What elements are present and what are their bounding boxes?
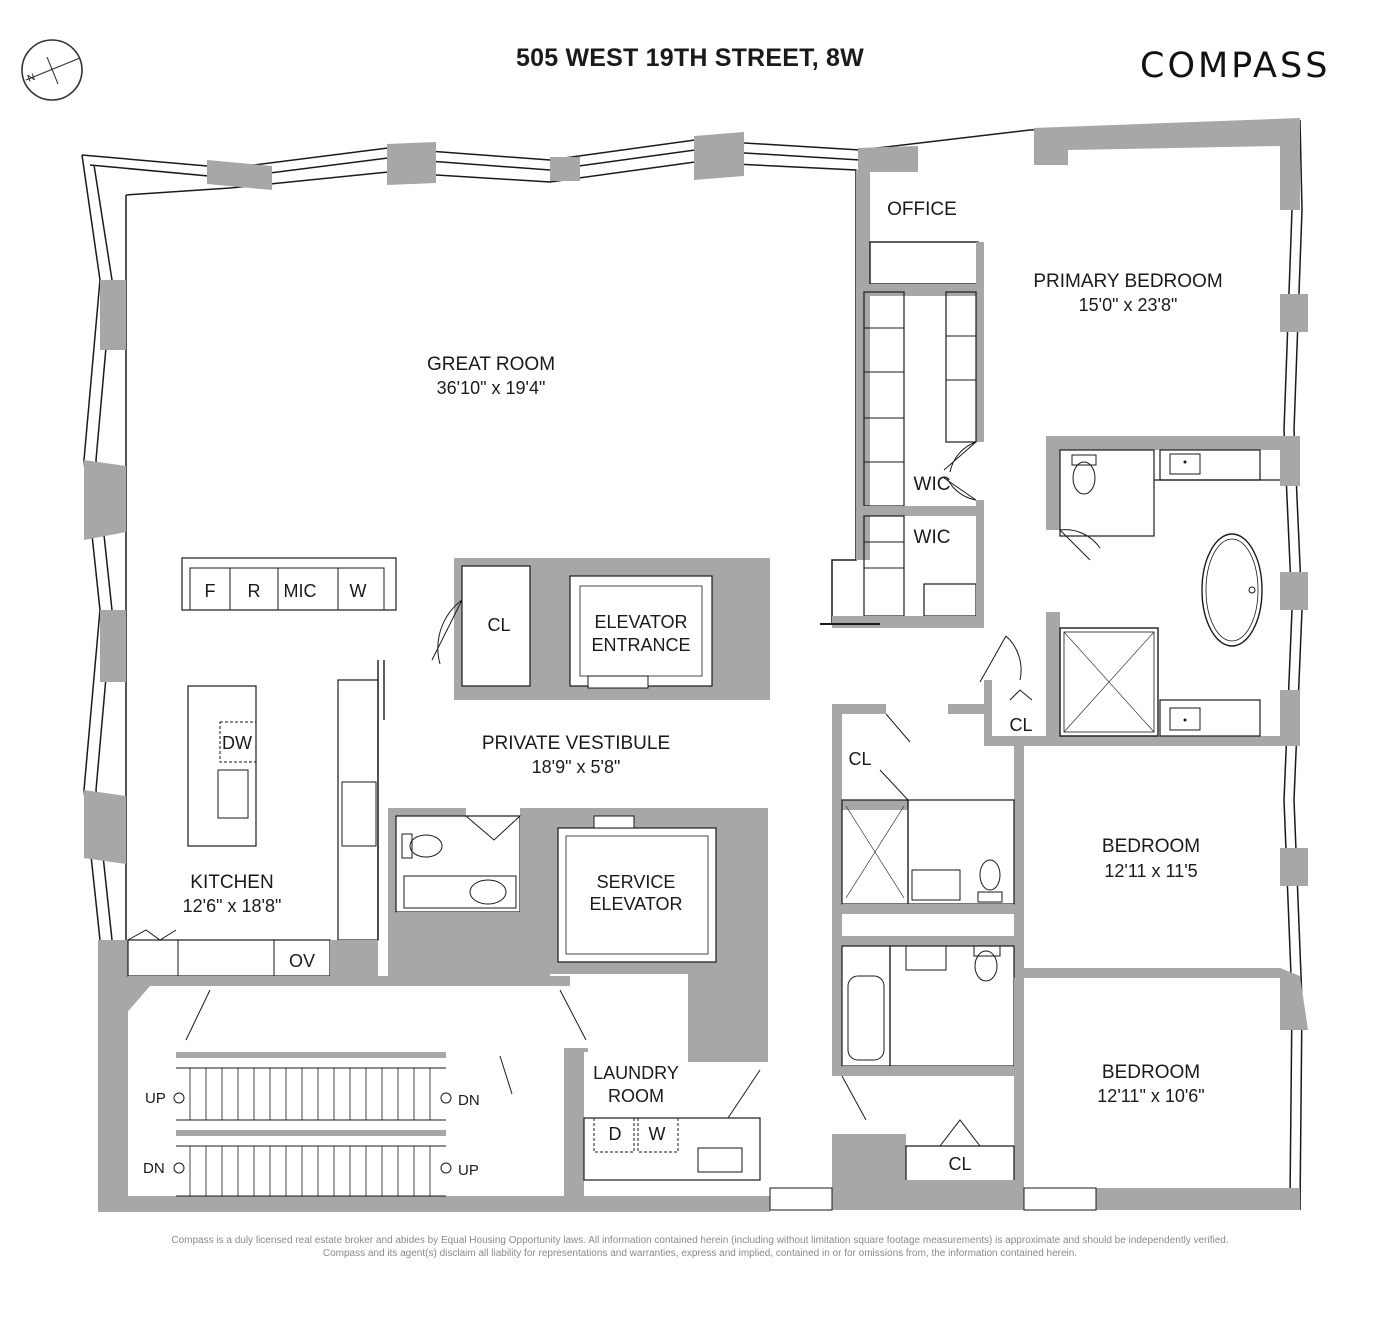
stair-labels: UP DN DN UP xyxy=(143,1090,480,1179)
kitchen-area xyxy=(98,557,397,1212)
stair-up-bottom-marker xyxy=(440,1162,452,1174)
primary-bedroom-name: PRIMARY BEDROOM xyxy=(1033,271,1222,292)
microwave-label: MIC xyxy=(284,581,317,601)
vestibule-core xyxy=(128,808,768,1062)
room-labels: GREAT ROOM 36'10" x 19'4" OFFICE PRIMARY… xyxy=(183,199,1223,1174)
elevator-core xyxy=(431,558,770,700)
closet-bedroom-label: CL xyxy=(948,1154,971,1174)
stair-up-top-label: UP xyxy=(145,1090,166,1107)
compass-logo: COMPASS xyxy=(1140,46,1331,86)
disclaimer-line2: Compass and its agent(s) disclaim all li… xyxy=(322,1248,1078,1259)
disclaimer: Compass is a duly licensed real estate b… xyxy=(60,1234,1340,1260)
kitchen-name: KITCHEN xyxy=(190,872,273,893)
facade-piers xyxy=(84,118,1308,1030)
office-wic-block xyxy=(820,170,984,628)
office-name: OFFICE xyxy=(887,199,957,220)
primary-bedroom-dim: 15'0" x 23'8" xyxy=(1079,295,1178,315)
great-room-name: GREAT ROOM xyxy=(427,354,555,375)
stair-dn-top-marker xyxy=(440,1092,452,1104)
washer-label: W xyxy=(649,1124,666,1144)
disclaimer-line1: Compass is a duly licensed real estate b… xyxy=(171,1235,1229,1246)
stair-treads xyxy=(189,1068,431,1196)
primary-bath xyxy=(979,436,1300,746)
service-elevator-line1: SERVICE xyxy=(597,872,676,892)
wine-label: W xyxy=(350,581,367,601)
bedroom-wing xyxy=(832,704,1300,1211)
wic1-name: WIC xyxy=(914,474,951,495)
bedroom2-dim: 12'11" x 10'6" xyxy=(1097,1086,1204,1106)
wic2-name: WIC xyxy=(914,527,951,548)
stair-up-top-marker xyxy=(173,1092,185,1104)
closet-primary-label: CL xyxy=(1009,715,1032,735)
range-label: R xyxy=(248,581,261,601)
closet-hall-label: CL xyxy=(848,749,871,769)
bedroom2-name: BEDROOM xyxy=(1102,1062,1200,1083)
laundry-line1: LAUNDRY xyxy=(593,1063,679,1083)
elevator-entrance-line2: ENTRANCE xyxy=(591,635,690,655)
kitchen-dim: 12'6" x 18'8" xyxy=(183,896,282,916)
great-room-dim: 36'10" x 19'4" xyxy=(437,378,546,398)
plan-title: 505 WEST 19TH STREET, 8W xyxy=(516,44,864,72)
closet-vestibule-label: CL xyxy=(487,615,510,635)
service-elevator-line2: ELEVATOR xyxy=(589,894,682,914)
stair-dn-bottom-label: DN xyxy=(143,1160,165,1177)
bedroom1-name: BEDROOM xyxy=(1102,836,1200,857)
dishwasher-label: DW xyxy=(222,733,252,753)
vestibule-name: PRIVATE VESTIBULE xyxy=(482,733,670,754)
elevator-entrance-line1: ELEVATOR xyxy=(594,612,687,632)
vestibule-dim: 18'9" x 5'8" xyxy=(532,757,621,777)
stair-laundry xyxy=(98,986,833,1212)
laundry-line2: ROOM xyxy=(608,1086,664,1106)
bedroom1-dim: 12'11 x 11'5 xyxy=(1104,861,1197,881)
fridge-label: F xyxy=(205,581,216,601)
compass-north-letter: N xyxy=(26,72,37,85)
dryer-label: D xyxy=(609,1124,622,1144)
oven-label: OV xyxy=(289,951,315,971)
stair-up-bottom-label: UP xyxy=(458,1162,479,1179)
stair-dn-top-label: DN xyxy=(458,1092,480,1109)
north-compass-icon: N xyxy=(21,39,83,101)
stair-dn-bottom-marker xyxy=(173,1162,185,1174)
